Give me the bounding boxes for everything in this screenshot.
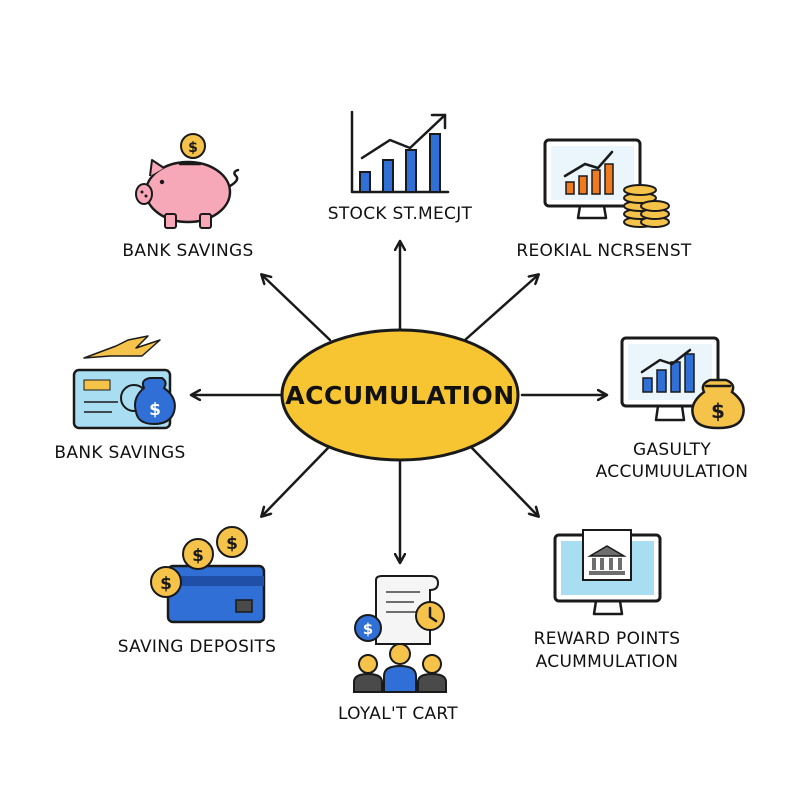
svg-text:$: $ [711,399,725,423]
arrow-up-left [262,275,332,342]
node-monitor-bank-label-2: ACUMMULATION [536,652,679,672]
node-monitor-moneybag-label-2: ACCUMUULATION [596,462,749,482]
node-monitor-coins-label: REOKIAL NCRSENST [516,241,692,261]
card-coins-icon: $ $ $ [150,526,266,624]
node-card-moneybag: $ BANK SAVINGS [54,335,185,463]
node-card-coins-label: SAVING DEPOSITS [118,637,277,657]
node-monitor-bank: REWARD POINTS ACUMMULATION [534,529,681,672]
node-card-moneybag-label: BANK SAVINGS [54,443,185,463]
arrow-down-left [262,446,330,516]
svg-text:$: $ [149,400,161,420]
svg-text:$: $ [363,620,373,638]
piggy-bank-icon: $ [135,133,240,229]
node-piggy-bank-label: BANK SAVINGS [122,241,253,261]
svg-text:$: $ [160,574,172,594]
arrow-down-right [470,446,538,516]
node-receipt-people-label: LOYAL'T CART [338,704,458,724]
node-piggy-bank: $ BANK SAVINGS [122,133,253,261]
node-monitor-bank-label-1: REWARD POINTS [534,629,681,649]
monitor-chart-moneybag-icon: $ [620,336,745,430]
card-moneybag-icon: $ [72,335,176,430]
monitor-chart-coins-icon [543,138,670,228]
node-monitor-moneybag-label-1: GASULTY [633,440,711,460]
monitor-bank-icon [553,529,662,616]
node-receipt-people: $ LOYAL'T CART [338,575,458,724]
center-node: ACCUMULATION [280,328,520,462]
center-label: ACCUMULATION [285,381,514,410]
node-monitor-moneybag: $ GASULTY ACCUMUULATION [596,336,749,482]
node-monitor-coins: REOKIAL NCRSENST [516,138,692,261]
node-stock: STOCK ST.MECJT [328,110,473,224]
node-stock-label: STOCK ST.MECJT [328,204,473,224]
receipt-people-icon: $ [353,575,447,693]
svg-text:$: $ [188,140,198,156]
svg-text:$: $ [226,534,238,554]
svg-text:$: $ [192,546,204,566]
bar-chart-icon [350,110,450,194]
arrow-up-right [463,275,538,342]
node-card-coins: $ $ $ SAVING DEPOSITS [118,526,277,657]
arrows [192,242,606,562]
